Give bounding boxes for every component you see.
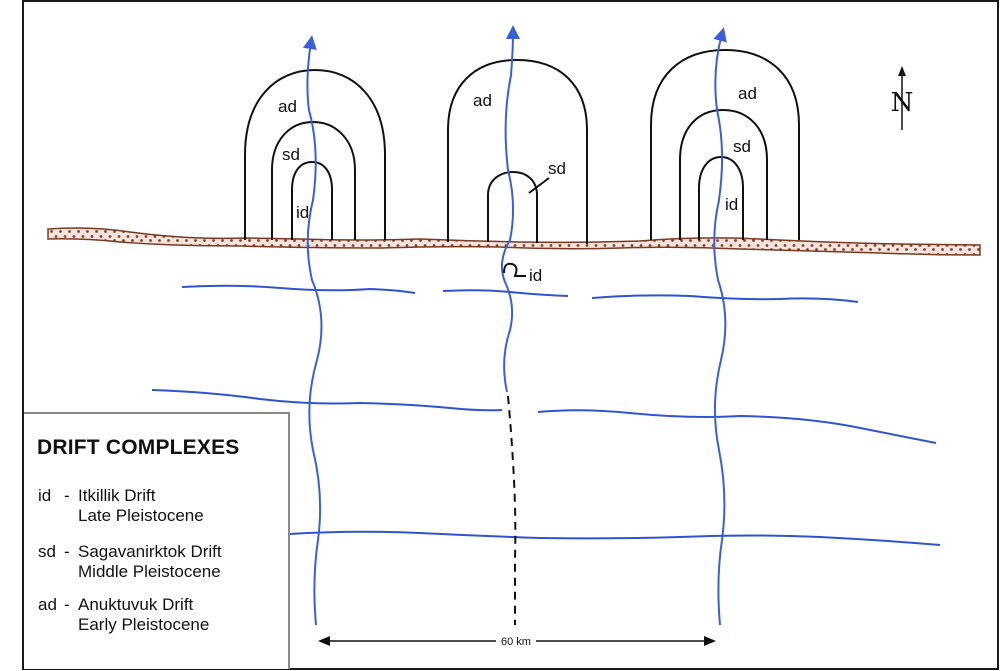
east-sd-moraine	[679, 108, 768, 240]
legend-entry-ad: ad-Anuktuvuk Drift Early Pleistocene	[38, 595, 209, 635]
west-id-label: id	[296, 203, 309, 222]
west-sd-moraine	[271, 120, 356, 240]
stream-row-1-center	[442, 289, 569, 297]
legend-age: Early Pleistocene	[78, 615, 210, 634]
stream-row-2-east	[537, 409, 937, 444]
center-sd-leader	[528, 177, 550, 194]
stream-row-1-east	[591, 294, 859, 303]
map-frame	[22, 0, 999, 670]
east-ad-moraine	[650, 48, 800, 240]
legend-name: Itkillik Drift	[78, 486, 156, 505]
legend-entry-id: id-Itkillik Drift Late Pleistocene	[38, 486, 204, 526]
center-flow-arrow-upper	[500, 25, 520, 393]
stream-row-2-west	[151, 389, 503, 412]
legend-code: ad	[38, 595, 57, 614]
legend-code: sd	[38, 542, 56, 561]
center-id-leader	[503, 262, 526, 277]
legend-separator: -	[64, 595, 70, 614]
legend-separator: -	[64, 542, 70, 561]
legend-name: Anuktuvuk Drift	[78, 595, 194, 614]
west-id-moraine	[291, 160, 333, 240]
scale-label: 60 km	[501, 636, 531, 648]
center-sd-label: sd	[548, 159, 566, 178]
east-ad-label: ad	[738, 84, 757, 103]
north-arrow: N	[891, 66, 914, 130]
center-flow-dashed	[507, 395, 517, 625]
east-id-label: id	[725, 195, 738, 214]
mountain-front-band	[47, 227, 981, 256]
center-ad-label: ad	[473, 91, 492, 110]
legend-code: id	[38, 486, 52, 505]
legend-age: Late Pleistocene	[78, 506, 204, 525]
west-ad-label: ad	[278, 97, 297, 116]
legend-box: DRIFT COMPLEXES id-Itkillik Drift Late P…	[24, 412, 290, 669]
stream-row-1-west	[181, 284, 416, 294]
center-ad-moraine	[447, 58, 588, 244]
east-sd-label: sd	[733, 137, 751, 156]
north-label: N	[891, 88, 914, 118]
west-sd-label: sd	[282, 145, 300, 164]
center-id-label: id	[529, 266, 542, 285]
center-sd-moraine	[487, 170, 538, 243]
west-flow-arrow	[302, 35, 323, 626]
stream-row-3	[289, 530, 941, 546]
west-ad-moraine	[244, 68, 386, 240]
east-id-moraine	[698, 155, 744, 240]
legend-age: Middle Pleistocene	[78, 562, 221, 581]
legend-name: Sagavanirktok Drift	[78, 542, 222, 561]
east-flow-arrow	[713, 27, 727, 626]
legend-title: DRIFT COMPLEXES	[37, 436, 240, 459]
legend-separator: -	[64, 486, 70, 505]
scale-bar: 60 km	[318, 636, 716, 648]
legend-entry-sd: sd-Sagavanirktok Drift Middle Pleistocen…	[38, 542, 222, 582]
